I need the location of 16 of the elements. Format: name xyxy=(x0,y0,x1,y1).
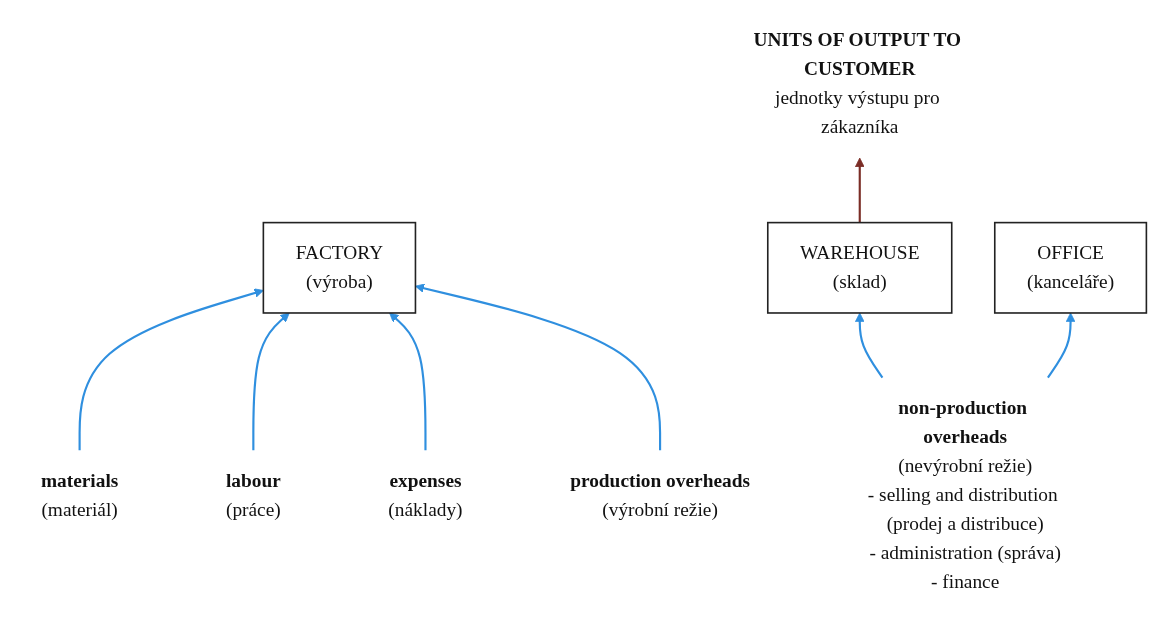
arrow xyxy=(78,288,264,451)
arrow xyxy=(1047,312,1076,379)
node-box: WAREHOUSE (sklad) xyxy=(766,221,953,314)
arrow xyxy=(855,157,865,223)
node-text: production overheads (výrobní režie) xyxy=(570,469,751,521)
node-box: FACTORY (výroba) xyxy=(262,221,417,314)
arrow xyxy=(415,283,662,451)
arrow xyxy=(252,312,290,451)
node-text: expenses (náklady) xyxy=(388,469,463,521)
arrow xyxy=(855,312,884,379)
node-box: OFFICE (kanceláře) xyxy=(993,221,1148,314)
node-text: materials (materiál) xyxy=(40,469,119,521)
arrow xyxy=(389,312,427,451)
node-text: labour (práce) xyxy=(225,469,281,521)
node-text: UNITS OF OUTPUT TO CUSTOMER jednotky výstupu pro zákazníka xyxy=(753,29,962,138)
node-text: non-production overheads (nevýrobní režie) - selling and distribution (prodej a distribuce) - administration (správa) - finance xyxy=(867,397,1061,593)
